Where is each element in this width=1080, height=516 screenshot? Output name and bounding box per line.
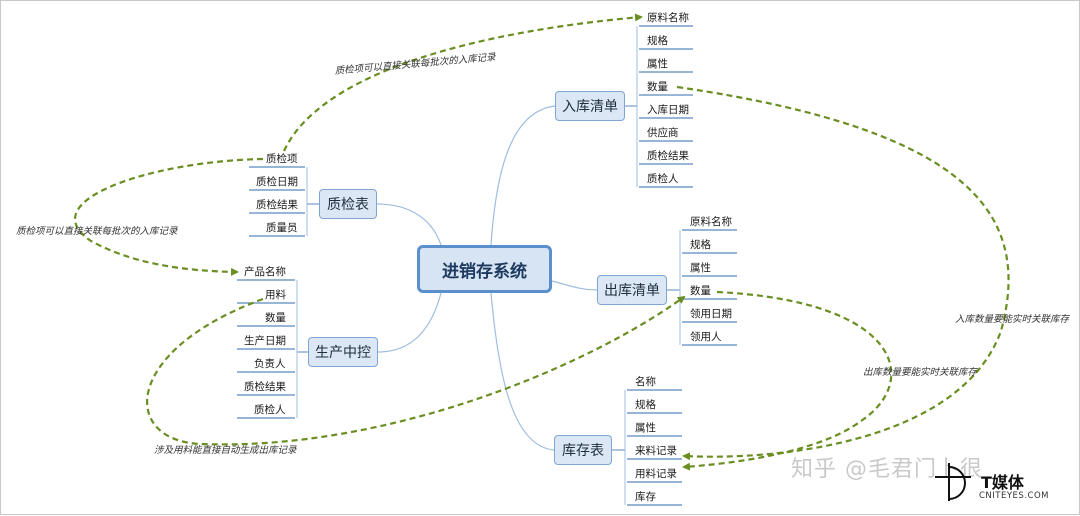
branch-outbound[interactable]: 出库清单: [597, 275, 667, 305]
branch-inbound-label: 入库清单: [562, 99, 618, 115]
link-root-qc: [376, 203, 442, 246]
inventory-item-spec[interactable]: 规格: [635, 399, 656, 411]
note-inbound-qty: 入库数量要能实时关联库存: [955, 314, 1070, 325]
arrow-qc-to-inbound: [283, 13, 643, 152]
branch-production-label: 生产中控: [315, 345, 371, 361]
brand-logo-icon: [935, 463, 971, 501]
note-qc-to-production: 质检项可以直接关联每批次的入库记录: [16, 226, 178, 237]
production-item-material[interactable]: 用料: [265, 289, 286, 301]
qc-item-item[interactable]: 质检项: [266, 153, 298, 165]
inbound-item-qty[interactable]: 数量: [647, 81, 668, 93]
inbound-item-qc-result[interactable]: 质检结果: [647, 150, 689, 162]
outbound-item-name[interactable]: 原料名称: [690, 216, 732, 228]
inbound-item-inspector[interactable]: 质检人: [647, 173, 679, 185]
outbound-item-recipient[interactable]: 领用人: [690, 331, 722, 343]
inbound-item-supplier[interactable]: 供应商: [647, 127, 679, 139]
inbound-item-attr[interactable]: 属性: [647, 58, 668, 70]
branch-inventory[interactable]: 库存表: [554, 435, 612, 465]
qc-item-inspector[interactable]: 质量员: [266, 222, 298, 234]
root-node[interactable]: 进销存系统: [417, 245, 552, 293]
branch-inbound[interactable]: 入库清单: [555, 91, 625, 121]
qc-item-date[interactable]: 质检日期: [256, 176, 298, 188]
link-root-outbound: [551, 280, 598, 291]
branch-qc[interactable]: 质检表: [319, 189, 377, 219]
link-root-inventory: [490, 292, 555, 451]
production-item-owner[interactable]: 负责人: [254, 358, 286, 370]
arrow-inbound-to-inventory: [676, 85, 1010, 461]
branch-inventory-label: 库存表: [562, 443, 604, 459]
inventory-item-attr[interactable]: 属性: [635, 422, 656, 434]
note-production-usage: 涉及用料能直接自动生成出库记录: [154, 445, 297, 456]
inventory-item-stock[interactable]: 库存: [635, 491, 656, 503]
production-item-qty[interactable]: 数量: [265, 312, 286, 324]
arrow-outbound-to-inventory: [682, 290, 893, 471]
inbound-item-name[interactable]: 原料名称: [647, 12, 689, 24]
brand-site: CNITEYES.COM: [979, 491, 1049, 501]
link-root-production: [377, 292, 442, 353]
outbound-item-spec[interactable]: 规格: [690, 239, 711, 251]
production-item-inspector[interactable]: 质检人: [254, 404, 286, 416]
inbound-item-date[interactable]: 入库日期: [647, 104, 689, 116]
production-item-date[interactable]: 生产日期: [244, 335, 286, 347]
production-item-product[interactable]: 产品名称: [244, 266, 286, 278]
branch-qc-label: 质检表: [327, 197, 369, 213]
production-item-qc-result[interactable]: 质检结果: [244, 381, 286, 393]
link-root-inbound: [490, 105, 556, 246]
branch-production[interactable]: 生产中控: [308, 337, 378, 367]
inventory-item-usage[interactable]: 用料记录: [635, 468, 677, 480]
brand-name: T媒体: [981, 473, 1024, 492]
note-outbound-qty: 出库数量要能实时关联库存: [863, 367, 978, 378]
inbound-item-spec[interactable]: 规格: [647, 35, 668, 47]
arrow-qc-to-production: [74, 157, 264, 276]
outbound-item-qty[interactable]: 数量: [690, 285, 711, 297]
qc-item-result[interactable]: 质检结果: [256, 199, 298, 211]
outbound-item-attr[interactable]: 属性: [690, 262, 711, 274]
inventory-item-incoming[interactable]: 来料记录: [635, 445, 677, 457]
outbound-item-date[interactable]: 领用日期: [690, 308, 732, 320]
branch-outbound-label: 出库清单: [604, 283, 660, 299]
root-label: 进销存系统: [442, 261, 527, 282]
inventory-item-name[interactable]: 名称: [635, 376, 656, 388]
arrow-production-to-outbound: [146, 295, 686, 446]
